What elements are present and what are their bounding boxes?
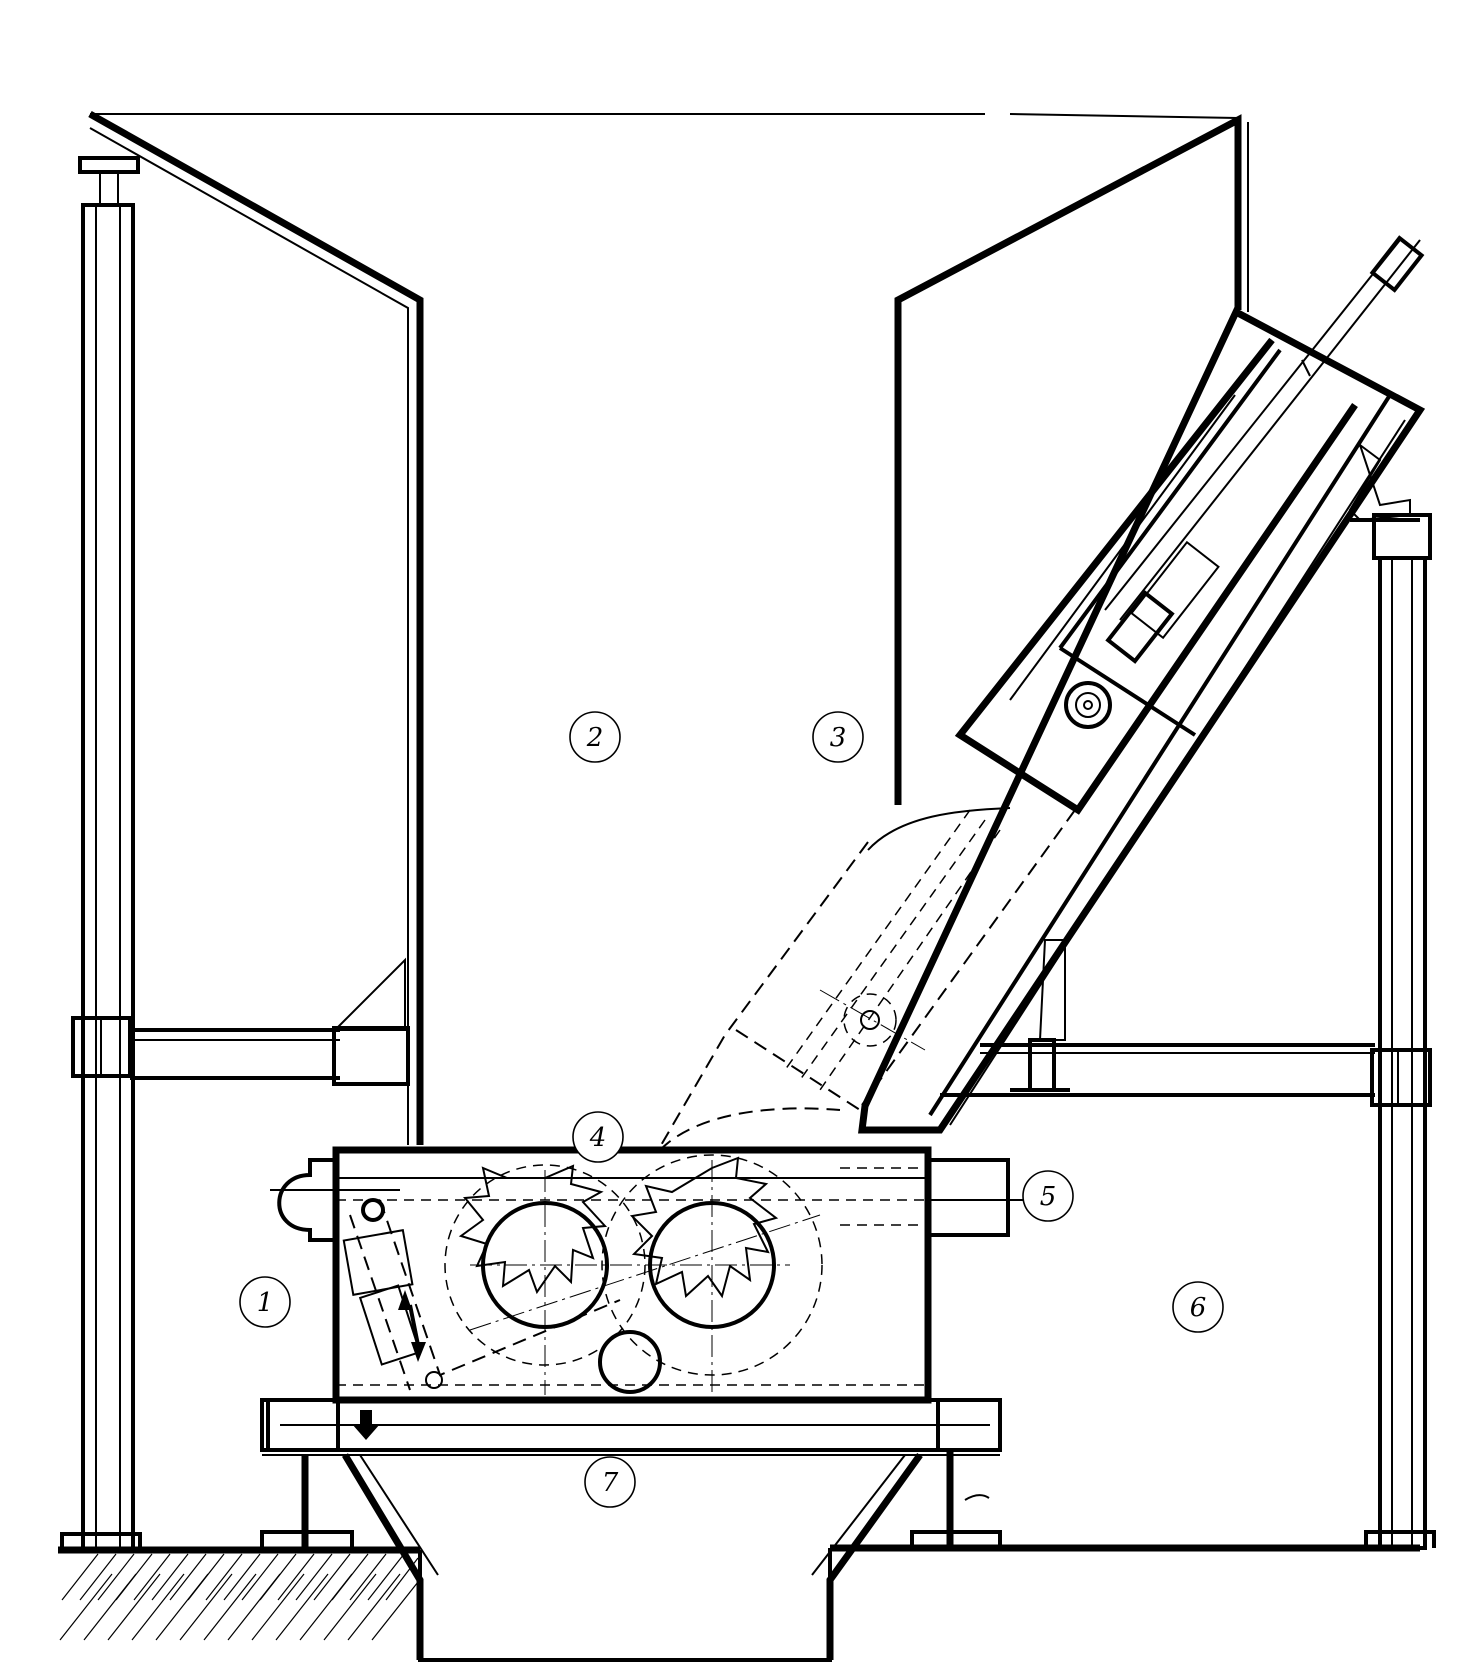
discharge-section (260, 1398, 1002, 1660)
feed-hopper (88, 110, 1249, 1145)
callout-6-label: 6 (1190, 1293, 1207, 1323)
callout-1-label: 1 (257, 1288, 274, 1318)
left-support-column (60, 156, 142, 1552)
hydraulic-arm (342, 1198, 621, 1391)
callout-7: 7 (584, 1456, 636, 1508)
cutting-chamber (270, 1146, 1040, 1404)
right-support-column (1364, 513, 1436, 1550)
callout-4-label: 4 (589, 1123, 607, 1153)
frame-beams (130, 1028, 1375, 1097)
foundation (58, 1544, 1420, 1662)
callout-2-label: 2 (586, 723, 604, 753)
ground-hatching (59, 1553, 419, 1641)
inclined-ram-chute (659, 235, 1426, 1151)
callout-7-label: 7 (602, 1468, 619, 1498)
callout-5-label: 5 (1040, 1182, 1057, 1212)
callout-2: 2 (569, 711, 621, 763)
callout-3: 3 (812, 711, 864, 763)
callouts: 1 2 3 4 5 6 7 (239, 711, 1224, 1508)
callout-4: 4 (572, 1111, 624, 1163)
callout-6: 6 (1172, 1281, 1224, 1333)
callout-3-label: 3 (830, 723, 847, 753)
callout-1: 1 (239, 1276, 291, 1328)
callout-5: 5 (1022, 1170, 1074, 1222)
